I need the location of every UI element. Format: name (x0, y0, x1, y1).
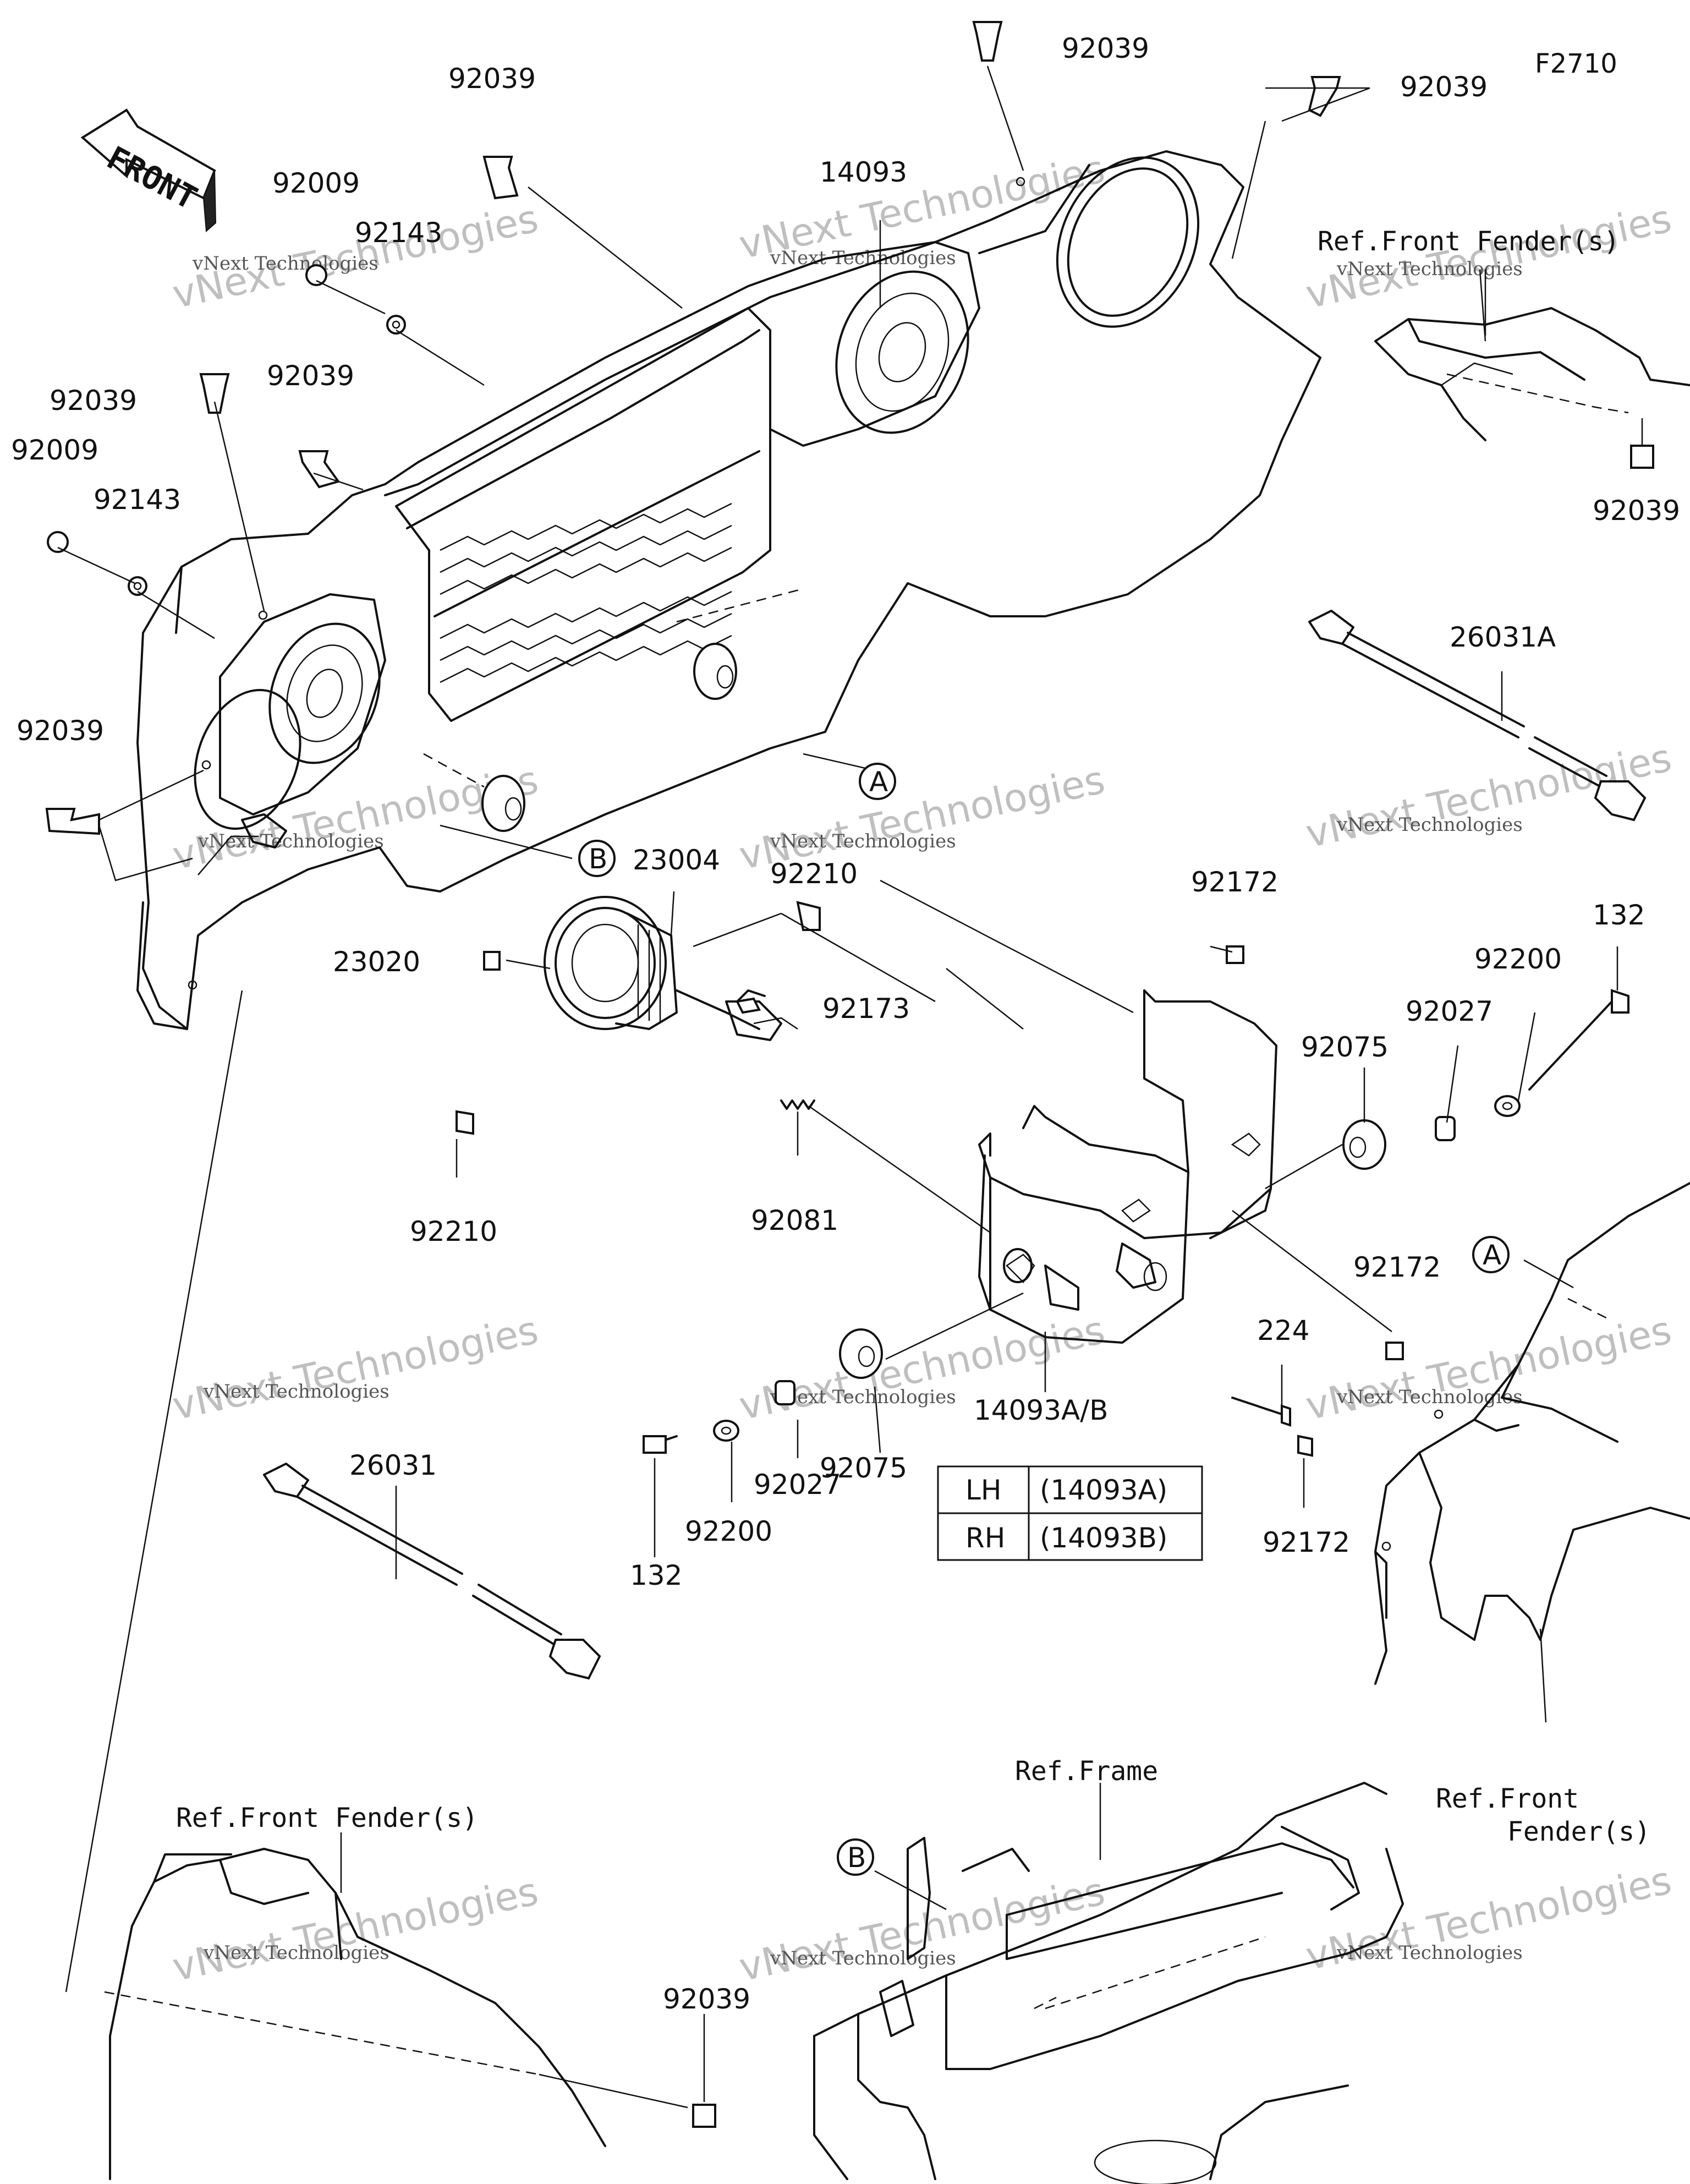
part-label-92027: 92027 (754, 1469, 841, 1501)
part-label-92039: 92039 (1593, 495, 1680, 527)
part-label-92009: 92009 (272, 167, 360, 199)
table-cell-side: LH (965, 1474, 1001, 1506)
clip-icon (298, 450, 341, 489)
svg-text:vNext Technologies: vNext Technologies (735, 1869, 1109, 1990)
watermark-10: vNext Technologies (168, 1869, 542, 1990)
svg-text:vNext Technologies: vNext Technologies (168, 1307, 542, 1429)
part-label-92081: 92081 (751, 1205, 838, 1236)
clip-icon (1308, 76, 1341, 117)
part-label-92172: 92172 (1191, 866, 1279, 898)
svg-text:B: B (589, 843, 607, 875)
part-label-26031a: 26031A (1450, 621, 1556, 653)
part-label-132: 132 (1593, 899, 1645, 931)
grille-mesh (434, 450, 760, 683)
reference-labels: Ref.Front Fender(s) Ref.Front Fender(s) … (176, 226, 1650, 1847)
watermark-small-9: vNext Technologies (1336, 1386, 1523, 1408)
part-label-92039: 92039 (50, 385, 137, 417)
watermark-small-5: vNext Technologies (770, 830, 956, 852)
table-cell-side: RH (965, 1522, 1005, 1554)
part-label-92075: 92075 (820, 1452, 907, 1484)
ref-label-front-fender: Ref.Front Fender(s) (176, 1803, 478, 1833)
clip-icon (972, 21, 1003, 62)
part-label-92039: 92039 (448, 63, 536, 95)
svg-text:B: B (847, 1842, 866, 1874)
watermark-small-6: vNext Technologies (1336, 814, 1523, 836)
ref-label-front-fender: Ref.Front Fender(s) (1318, 226, 1620, 257)
watermark-11: vNext Technologies (735, 1869, 1109, 1990)
side-table: LH (14093A) RH (14093B) (937, 1465, 1203, 1561)
watermark-small-8: vNext Technologies (770, 1386, 956, 1408)
callout-a-1: A (859, 763, 896, 800)
clip-icon (692, 2104, 716, 2128)
callout-a-2: A (1472, 1236, 1510, 1273)
part-label-92200: 92200 (1474, 943, 1562, 975)
clip-icon (199, 373, 230, 414)
part-label-92200: 92200 (685, 1515, 772, 1547)
clip-icon (482, 156, 519, 200)
part-label-92039: 92039 (1400, 71, 1488, 103)
ref-front-fender-right (1374, 1182, 1690, 1685)
part-label-92039: 92039 (1062, 32, 1149, 64)
svg-text:A: A (1483, 1239, 1501, 1271)
part-label-92075: 92075 (1301, 1031, 1389, 1063)
watermark-small-7: vNext Technologies (203, 1381, 389, 1403)
part-label-92172: 92172 (1263, 1526, 1350, 1558)
watermark-small-4: vNext Technologies (197, 830, 384, 852)
table-cell-part: (14093B) (1040, 1522, 1167, 1554)
watermark-9: vNext Technologies (1302, 1307, 1675, 1429)
part-label-224: 224 (1257, 1315, 1309, 1346)
part-label-92039: 92039 (267, 360, 354, 392)
leader-lines (57, 65, 1643, 2102)
part-label-92210: 92210 (770, 858, 858, 890)
part-labels: 92039 92039 92039 14093 92009 92143 9203… (11, 32, 1680, 2015)
svg-text:A: A (869, 766, 888, 798)
part-label-26031: 26031 (349, 1449, 437, 1481)
svg-text:vNext Technologies: vNext Technologies (1302, 1307, 1675, 1429)
watermark-small-11: vNext Technologies (770, 1947, 956, 1969)
callout-b-1: B (578, 840, 616, 877)
front-arrow-icon: FRONT (80, 108, 217, 233)
watermark-small-10: vNext Technologies (203, 1942, 389, 1964)
harness-26031 (263, 1463, 601, 1680)
part-label-92039: 92039 (17, 715, 104, 747)
watermark-small-1: vNext Technologies (192, 253, 378, 275)
front-cowl (136, 150, 1321, 1030)
ref-front-fender-top (1374, 307, 1690, 441)
clip-icon (1630, 445, 1654, 469)
callout-b-2: B (837, 1838, 874, 1876)
headlight-housing (978, 989, 1277, 1344)
ref-label-front-fender-line1: Ref.Front (1436, 1783, 1579, 1814)
ref-label-frame: Ref.Frame (1015, 1756, 1158, 1787)
ref-frame (813, 1782, 1404, 2184)
ref-front-fender-bottom-left (104, 1848, 688, 2180)
part-label-92143: 92143 (355, 217, 442, 249)
clip-icon (45, 808, 100, 835)
part-label-23004: 23004 (633, 844, 720, 876)
part-label-92172: 92172 (1353, 1251, 1441, 1283)
part-label-14093: 14093 (820, 156, 907, 188)
part-label-23020: 23020 (333, 946, 420, 978)
table-cell-part: (14093A) (1040, 1474, 1167, 1506)
svg-text:vNext Technologies: vNext Technologies (168, 1869, 542, 1990)
part-label-92039: 92039 (663, 1983, 750, 2015)
part-label-14093ab: 14093A/B (974, 1394, 1108, 1426)
watermark-7: vNext Technologies (168, 1307, 542, 1429)
part-label-92027: 92027 (1406, 995, 1493, 1027)
part-label-92210: 92210 (410, 1216, 497, 1247)
part-label-132: 132 (630, 1559, 682, 1591)
figure-code: F2710 (1535, 48, 1617, 79)
harness-26031a (1308, 610, 1647, 822)
watermark-small-3: vNext Technologies (1336, 258, 1523, 280)
watermark-small-12: vNext Technologies (1336, 1942, 1523, 1964)
fasteners (45, 21, 1654, 2128)
part-label-92009: 92009 (11, 434, 98, 466)
ref-label-front-fender-line2: Fender(s) (1507, 1816, 1650, 1847)
headlight-unit (456, 896, 821, 1135)
part-label-92173: 92173 (822, 993, 910, 1025)
part-label-92143: 92143 (94, 484, 181, 516)
